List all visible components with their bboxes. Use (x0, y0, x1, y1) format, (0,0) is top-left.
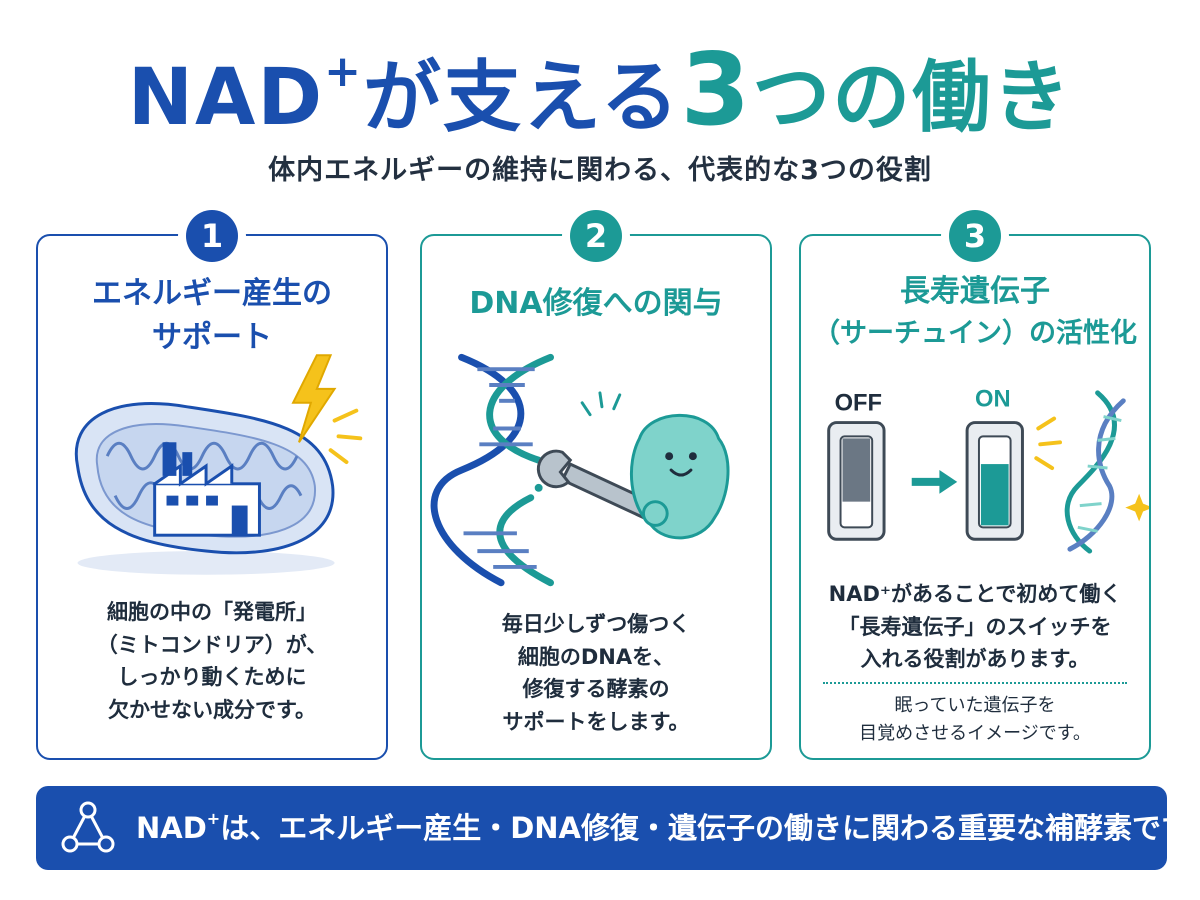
card-title: 長寿遺伝子 （サーチュイン）の活性化 (801, 270, 1149, 353)
card-description: NAD⁺があることで初めて働く 「長寿遺伝子」のスイッチを 入れる役割があります… (801, 578, 1149, 676)
summary-plus: + (206, 809, 221, 828)
page-title: NAD+が支える3つの働き (0, 40, 1200, 140)
switch-on-icon (965, 421, 1024, 541)
card-energy: 1 エネルギー産生の サポート 細胞の中の「発電所」 （ミトコンドリア (36, 210, 388, 760)
dna-helix-icon (1064, 390, 1126, 554)
card-desc-line: 修復する酵素の (522, 677, 670, 702)
enzyme-character-icon (629, 413, 730, 540)
lightning-icon (291, 354, 363, 465)
card-desc-line: しっかり動くために (117, 665, 307, 690)
card-desc-line: 毎日少しずつ傷つく (501, 612, 691, 636)
card-note-line: 目覚めさせるイメージです。 (859, 722, 1091, 744)
card-desc-line: 「長寿遺伝子」のスイッチを (838, 614, 1112, 639)
title-ga-sasaeru: が支える (363, 53, 681, 143)
title-nad: NAD (127, 53, 325, 143)
card-title-line: 長寿遺伝子 (900, 274, 1050, 309)
card-desc-line: 入れる役割があります。 (860, 647, 1090, 672)
molecule-icon (61, 801, 115, 853)
factory-icon (153, 442, 261, 537)
summary-text: NAD+は、エネルギー産生・DNA修復・遺伝子の働きに関わる重要な補酵素です。 (136, 786, 1200, 870)
card-note: 眠っていた遺伝子を 目覚めさせるイメージです。 (801, 692, 1149, 748)
card-desc-line: 欠かせない成分です。 (108, 697, 316, 722)
title-hataraki: つの働き (752, 53, 1073, 143)
switch-illustration: OFF ON (827, 387, 1149, 554)
dna-repair-illustration (430, 353, 730, 587)
card-title-line: DNA修復への関与 (469, 286, 723, 321)
summary-banner: NAD+は、エネルギー産生・DNA修復・遺伝子の働きに関わる重要な補酵素です。 (36, 786, 1200, 870)
card-title-line: （サーチュイン）の活性化 (813, 317, 1137, 349)
mitochondria-illustration (74, 354, 363, 575)
page-subtitle: 体内エネルギーの維持に関わる、代表的な3つの役割 (268, 155, 932, 186)
card-description: 細胞の中の「発電所」 （ミトコンドリア）が、 しっかり動くために 欠かせない成分… (38, 596, 386, 726)
card-desc-line: NAD⁺があることで初めて働く (828, 582, 1122, 606)
dna-helix-icon (430, 353, 554, 587)
switch-on-label: ON (975, 387, 1011, 413)
switch-off-label: OFF (835, 391, 882, 417)
card-title: エネルギー産生の サポート (38, 272, 386, 359)
card-number-badge: 3 (949, 210, 1001, 262)
title-plus: + (324, 46, 363, 97)
card-desc-line: サポートをします。 (502, 709, 690, 734)
card-desc-line: （ミトコンドリア）が、 (96, 632, 328, 657)
card-dna-repair: 2 DNA修復への関与 (420, 210, 772, 760)
card-number-badge: 1 (186, 210, 238, 262)
sparkle-icon (1125, 493, 1149, 522)
summary-nad: NAD (136, 811, 207, 845)
summary-body: は、エネルギー産生・DNA修復・遺伝子の働きに関わる重要な補酵素です。 (220, 811, 1200, 845)
card-title-line: エネルギー産生の (92, 276, 332, 311)
card-note-line: 眠っていた遺伝子を (894, 695, 1056, 716)
card-sirtuin: 3 長寿遺伝子 （サーチュイン）の活性化 OFF ON (799, 210, 1151, 760)
card-number-badge: 2 (570, 210, 622, 262)
dotted-divider (823, 682, 1127, 684)
card-desc-line: 細胞の中の「発電所」 (107, 600, 317, 624)
card-title: DNA修復への関与 (422, 282, 770, 326)
arrow-right-icon (939, 470, 958, 494)
card-title-line: サポート (152, 319, 272, 355)
title-number: 3 (680, 31, 753, 148)
card-desc-line: 細胞のDNAを、 (517, 644, 675, 669)
switch-off-icon (827, 421, 886, 541)
card-description: 毎日少しずつ傷つく 細胞のDNAを、 修復する酵素の サポートをします。 (422, 608, 770, 738)
